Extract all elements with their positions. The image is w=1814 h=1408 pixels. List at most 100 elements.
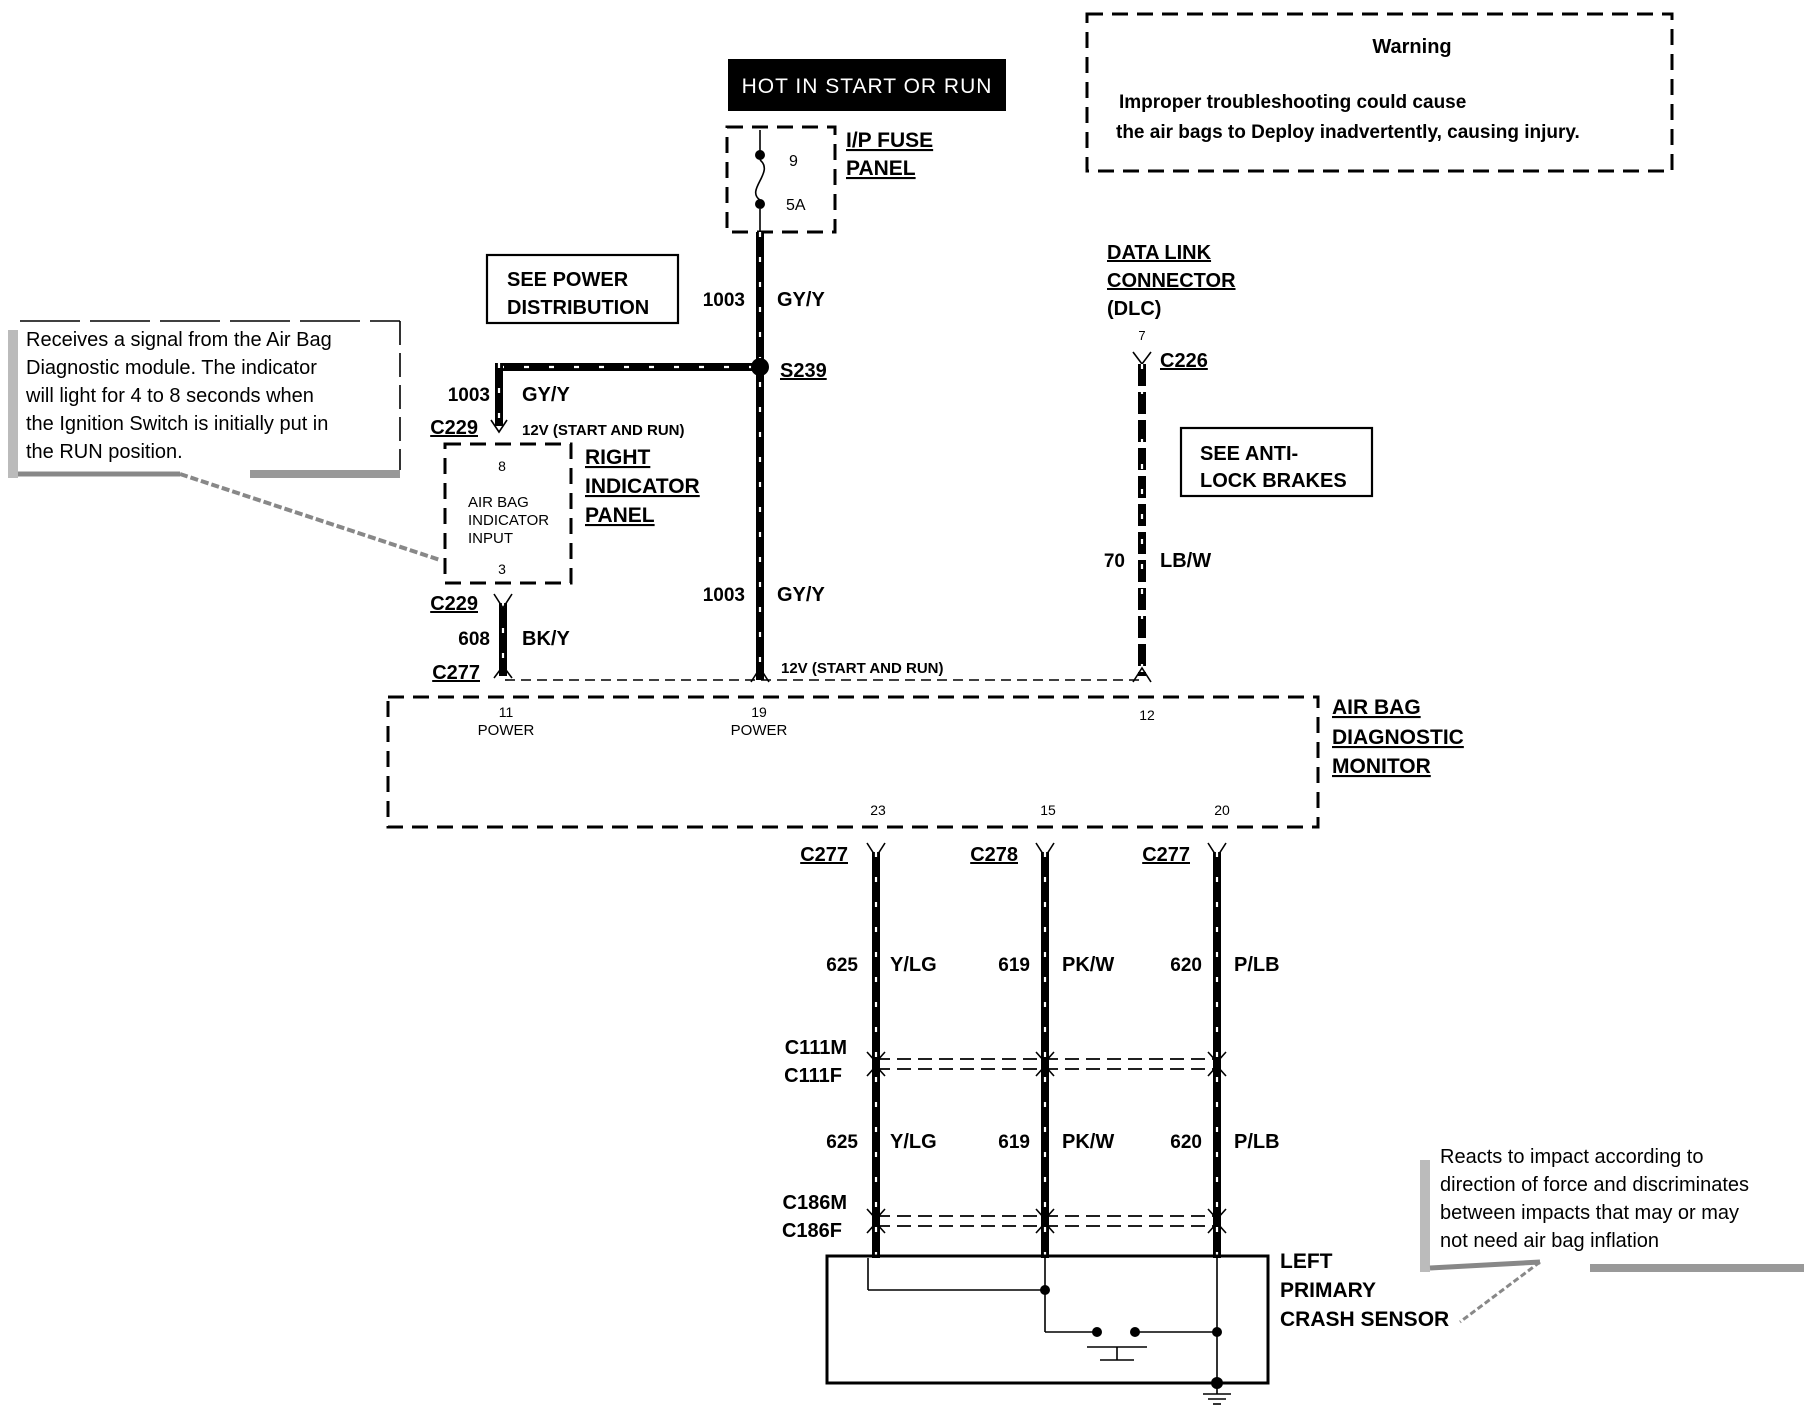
wire-620-connector: C277 bbox=[1142, 844, 1190, 866]
warning-box: Warning Improper troubleshooting could c… bbox=[1085, 12, 1674, 173]
wire-620-color-1: P/LB bbox=[1234, 954, 1280, 976]
indicator-voltage: 12V (START AND RUN) bbox=[522, 422, 685, 439]
sensor-name-1: LEFT bbox=[1280, 1250, 1333, 1273]
c226-label: C226 bbox=[1160, 350, 1208, 372]
feed-top-color: GY/Y bbox=[777, 289, 825, 311]
note-sensor-line-1: Reacts to impact according to bbox=[1440, 1146, 1703, 1168]
wire-619-color-1: PK/W bbox=[1062, 954, 1114, 976]
see-power-distribution-box: SEE POWER DISTRIBUTION bbox=[485, 253, 680, 325]
monitor-pin-12: 12 bbox=[1139, 707, 1155, 723]
wire-620-number-1: 620 bbox=[1170, 955, 1202, 976]
air-bag-diagnostic-monitor: 11 POWER 19 POWER 12 23 15 20 AIR BAG DI… bbox=[386, 695, 1464, 829]
dlc-name-1: DATA LINK bbox=[1107, 242, 1212, 264]
monitor-pin-15: 15 bbox=[1040, 802, 1056, 818]
note-indicator-callout: Receives a signal from the Air Bag Diagn… bbox=[8, 320, 441, 562]
monitor-name-3: MONITOR bbox=[1332, 755, 1431, 778]
monitor-name-1: AIR BAG bbox=[1332, 696, 1421, 719]
indicator-pin-top: 8 bbox=[498, 458, 506, 474]
c186m-label: C186M bbox=[783, 1192, 847, 1214]
see-abs-line-2: LOCK BRAKES bbox=[1200, 470, 1347, 492]
indicator-out-color: BK/Y bbox=[522, 628, 570, 650]
wire-625-connector: C277 bbox=[800, 844, 848, 866]
dlc-name-3: (DLC) bbox=[1107, 298, 1161, 320]
wire-625-number-2: 625 bbox=[826, 1132, 858, 1153]
wire-620-color-2: P/LB bbox=[1234, 1131, 1280, 1153]
wire-619-connector: C278 bbox=[970, 844, 1018, 866]
fuse-number: 9 bbox=[789, 153, 798, 170]
warning-line-1: Improper troubleshooting could cause bbox=[1119, 92, 1466, 113]
c186f-label: C186F bbox=[782, 1220, 842, 1242]
wire-619-color-2: PK/W bbox=[1062, 1131, 1114, 1153]
right-indicator-panel: C229 12V (START AND RUN) 8 AIR BAG INDIC… bbox=[430, 417, 700, 684]
fuse-panel-name-1: I/P FUSE bbox=[846, 129, 933, 152]
dlc-name-2: CONNECTOR bbox=[1107, 270, 1236, 292]
dlc-pin: 7 bbox=[1138, 328, 1145, 343]
indicator-pin-bottom: 3 bbox=[498, 561, 506, 577]
ip-fuse-panel: 9 5A I/P FUSE PANEL bbox=[725, 125, 933, 234]
inline-connector-c111: C111M C111F bbox=[784, 1037, 1227, 1087]
warning-line-2: the air bags to Deploy inadvertently, ca… bbox=[1116, 122, 1580, 143]
see-abs-line-1: SEE ANTI- bbox=[1200, 443, 1298, 465]
warning-title: Warning bbox=[1372, 36, 1451, 58]
note-sensor-line-4: not need air bag inflation bbox=[1440, 1230, 1659, 1252]
see-power-line-1: SEE POWER bbox=[507, 269, 629, 291]
feed-left-number: 1003 bbox=[448, 385, 490, 406]
see-power-line-2: DISTRIBUTION bbox=[507, 297, 649, 319]
indicator-name-1: RIGHT bbox=[585, 446, 651, 469]
indicator-out-number: 608 bbox=[458, 629, 490, 650]
splice-dot bbox=[751, 358, 769, 376]
c111m-label: C111M bbox=[785, 1037, 847, 1059]
note-indicator-line-1: Receives a signal from the Air Bag bbox=[26, 329, 332, 351]
wire-620-number-2: 620 bbox=[1170, 1132, 1202, 1153]
hot-in-start-or-run-banner: HOT IN START OR RUN bbox=[728, 59, 1006, 111]
indicator-name-3: PANEL bbox=[585, 504, 655, 527]
wire-625: C277 625 Y/LG 625 Y/LG bbox=[800, 842, 937, 1258]
note-sensor-callout: Reacts to impact according to direction … bbox=[1420, 1146, 1804, 1324]
wire-625-color-2: Y/LG bbox=[890, 1131, 937, 1153]
wire-619: C278 619 PK/W 619 PK/W bbox=[970, 842, 1114, 1258]
monitor-pin-20: 20 bbox=[1214, 802, 1230, 818]
c111f-label: C111F bbox=[784, 1065, 842, 1087]
indicator-inner-2: INDICATOR bbox=[468, 512, 549, 529]
left-primary-crash-sensor: LEFT PRIMARY CRASH SENSOR bbox=[825, 1250, 1449, 1405]
feed-main-color: GY/Y bbox=[777, 584, 825, 606]
splice-label: S239 bbox=[780, 360, 827, 382]
wire-619-number-1: 619 bbox=[998, 955, 1030, 976]
monitor-pin-11: 11 bbox=[499, 704, 514, 720]
sensor-name-3: CRASH SENSOR bbox=[1280, 1308, 1449, 1331]
monitor-name-2: DIAGNOSTIC bbox=[1332, 726, 1464, 749]
inline-connector-c186: C186M C186F bbox=[782, 1192, 1227, 1242]
c229-bottom-label: C229 bbox=[430, 593, 478, 615]
monitor-pin-19: 19 bbox=[751, 704, 767, 720]
indicator-name-2: INDICATOR bbox=[585, 475, 700, 498]
note-sensor-line-3: between impacts that may or may bbox=[1440, 1202, 1739, 1224]
feed-wires: S239 1003 GY/Y 1003 GY/Y 1003 GY/Y 12V (… bbox=[448, 232, 944, 680]
data-link-connector: DATA LINK CONNECTOR (DLC) 7 C226 70 LB/W bbox=[1104, 242, 1236, 683]
note-indicator-line-5: the RUN position. bbox=[26, 441, 183, 463]
c277-left-label: C277 bbox=[432, 662, 480, 684]
note-indicator-line-4: the Ignition Switch is initially put in bbox=[26, 413, 328, 435]
lower-wires: C277 625 Y/LG 625 Y/LG C278 619 PK/W 619… bbox=[800, 842, 1280, 1258]
feed-main-number: 1003 bbox=[703, 585, 745, 606]
monitor-pin-11-label: POWER bbox=[478, 722, 535, 739]
monitor-pin-23: 23 bbox=[870, 802, 886, 818]
fuse-rating: 5A bbox=[786, 197, 806, 214]
wire-625-color-1: Y/LG bbox=[890, 954, 937, 976]
feed-main-voltage: 12V (START AND RUN) bbox=[781, 660, 944, 677]
indicator-inner-3: INPUT bbox=[468, 530, 513, 547]
note-sensor-line-2: direction of force and discriminates bbox=[1440, 1174, 1749, 1196]
monitor-pin-19-label: POWER bbox=[731, 722, 788, 739]
fuse-panel-name-2: PANEL bbox=[846, 157, 916, 180]
indicator-inner-1: AIR BAG bbox=[468, 494, 529, 511]
sensor-name-2: PRIMARY bbox=[1280, 1279, 1376, 1302]
dlc-circuit-color: LB/W bbox=[1160, 550, 1211, 572]
see-anti-lock-brakes-box: SEE ANTI- LOCK BRAKES bbox=[1179, 426, 1374, 498]
c229-top-label: C229 bbox=[430, 417, 478, 439]
note-indicator-line-3: will light for 4 to 8 seconds when bbox=[25, 385, 314, 407]
wire-619-number-2: 619 bbox=[998, 1132, 1030, 1153]
dlc-circuit-number: 70 bbox=[1104, 551, 1125, 572]
note-indicator-line-2: Diagnostic module. The indicator bbox=[26, 357, 317, 379]
feed-left-color: GY/Y bbox=[522, 384, 570, 406]
hot-label: HOT IN START OR RUN bbox=[742, 75, 993, 98]
